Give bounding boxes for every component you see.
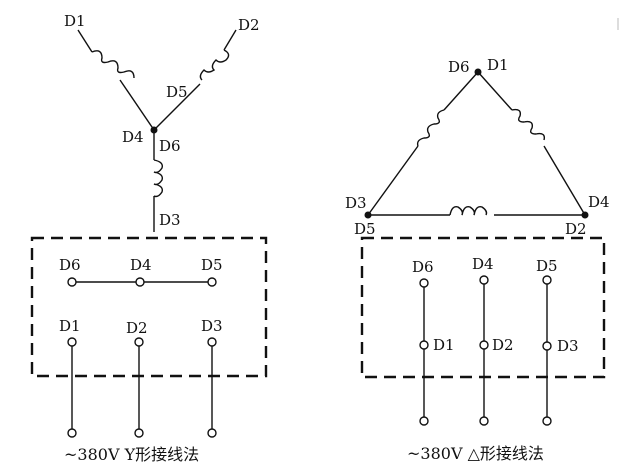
delta-label-d2: D2 bbox=[565, 220, 587, 238]
star-terminal-d2 bbox=[134, 337, 144, 347]
star-label-d4: D4 bbox=[122, 128, 144, 146]
delta-terminal-d4 bbox=[479, 275, 489, 285]
delta-box-top-label-1: D6 bbox=[412, 258, 434, 276]
delta-box-mid-label-1: D1 bbox=[433, 336, 455, 354]
delta-caption: ~380V △形接线法 bbox=[407, 444, 544, 463]
star-terminal-d4 bbox=[135, 277, 145, 287]
delta-supply-terminal-3 bbox=[542, 416, 552, 426]
star-winding-d2 bbox=[153, 29, 237, 131]
delta-top-node bbox=[474, 68, 482, 76]
star-supply-terminal-1 bbox=[67, 428, 77, 438]
delta-left-node bbox=[364, 211, 372, 219]
delta-box-mid-label-2: D2 bbox=[492, 336, 514, 354]
delta-right-node bbox=[581, 211, 589, 219]
star-terminal-d5 bbox=[207, 277, 217, 287]
star-box-top-label-2: D4 bbox=[130, 256, 152, 274]
star-supply-terminal-2 bbox=[134, 428, 144, 438]
delta-diagram: D6 D1 D3 D5 D4 D2 D6 D4 D5 D1 D2 D3 ~380… bbox=[345, 56, 610, 463]
star-center-node bbox=[150, 126, 158, 134]
star-box-top-label-3: D5 bbox=[201, 256, 223, 274]
star-terminal-d1 bbox=[67, 337, 77, 347]
delta-winding-left bbox=[367, 71, 479, 216]
star-label-d3: D3 bbox=[159, 211, 181, 229]
delta-box-top-label-3: D5 bbox=[536, 257, 558, 275]
delta-supply-terminal-2 bbox=[479, 416, 489, 426]
delta-terminal-d3 bbox=[542, 341, 552, 351]
star-box-bottom-label-3: D3 bbox=[201, 317, 223, 335]
star-label-d1: D1 bbox=[64, 12, 86, 30]
delta-winding-bottom bbox=[368, 205, 585, 216]
star-supply-terminal-3 bbox=[207, 428, 217, 438]
delta-label-d5: D5 bbox=[354, 220, 376, 238]
star-box-bottom-label-1: D1 bbox=[59, 317, 81, 335]
delta-terminal-box bbox=[360, 236, 606, 379]
star-terminal-d3 bbox=[207, 337, 217, 347]
delta-label-d4: D4 bbox=[588, 193, 610, 211]
star-terminal-box bbox=[30, 236, 268, 378]
delta-terminal-d6 bbox=[419, 278, 429, 288]
delta-winding-right bbox=[477, 71, 586, 216]
delta-terminal-d5 bbox=[542, 275, 552, 285]
star-label-d5: D5 bbox=[166, 83, 188, 101]
star-label-d2: D2 bbox=[238, 16, 260, 34]
star-box-top-label-1: D6 bbox=[59, 256, 81, 274]
star-terminal-d6 bbox=[67, 277, 77, 287]
delta-terminal-d2 bbox=[479, 340, 489, 350]
delta-box-top-label-2: D4 bbox=[472, 255, 494, 273]
star-winding-d3 bbox=[153, 130, 164, 232]
delta-supply-terminal-1 bbox=[419, 416, 429, 426]
delta-box-mid-label-3: D3 bbox=[557, 337, 579, 355]
star-caption: ~380V Y形接线法 bbox=[64, 445, 199, 464]
star-box-bottom-label-2: D2 bbox=[126, 319, 148, 337]
star-diagram: D1 D2 D5 D4 D6 D3 D6 D4 D5 D1 D2 D3 ~380… bbox=[30, 12, 268, 464]
delta-terminal-d1 bbox=[419, 340, 429, 350]
star-label-d6: D6 bbox=[159, 137, 181, 155]
delta-label-d6: D6 bbox=[448, 58, 470, 76]
star-winding-d1 bbox=[77, 29, 155, 131]
delta-label-d1: D1 bbox=[487, 56, 509, 74]
delta-label-d3: D3 bbox=[345, 194, 367, 212]
